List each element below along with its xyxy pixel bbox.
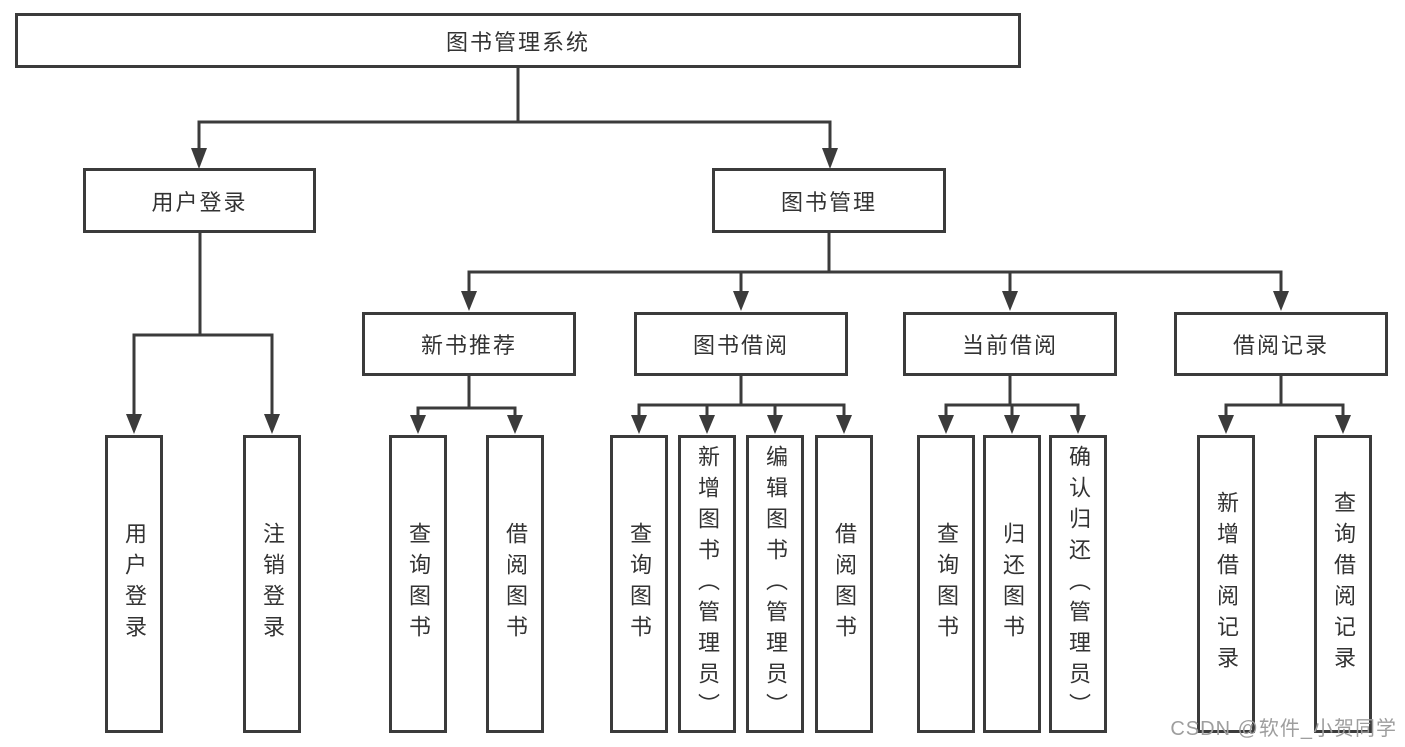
- connector-book-borrow-to-leaves: [631, 376, 852, 434]
- arrowhead-icon: [1002, 291, 1018, 311]
- connector-book-mgmt-to-level3: [461, 233, 1289, 311]
- connector-root-to-level2: [191, 68, 838, 169]
- node-new-book-rec: 新书推荐: [362, 312, 576, 376]
- connector-borrow-records-to-leaves: [1218, 376, 1351, 434]
- leaf-rec-borrow-books-label: 借阅图书: [503, 522, 528, 646]
- leaf-current-confirm-return-label: 确认归还（管理员）: [1066, 444, 1091, 724]
- node-root: 图书管理系统: [15, 13, 1021, 68]
- leaf-borrow-add-books-label: 新增图书（管理员）: [695, 444, 720, 724]
- connector-current-borrow-to-leaves: [938, 376, 1086, 434]
- leaf-borrow-borrow-books-label: 借阅图书: [832, 522, 857, 646]
- leaf-records-add-record-label: 新增借阅记录: [1214, 491, 1239, 677]
- arrowhead-icon: [1273, 291, 1289, 311]
- leaf-current-return-books: 归还图书: [983, 435, 1041, 733]
- node-book-mgmt-label: 图书管理: [780, 189, 877, 215]
- arrowhead-icon: [410, 415, 426, 434]
- arrowhead-icon: [767, 415, 783, 434]
- arrowhead-icon: [631, 415, 647, 434]
- node-book-borrow-label: 图书借阅: [692, 333, 789, 358]
- leaf-current-return-books-label: 归还图书: [1000, 522, 1025, 646]
- leaf-rec-borrow-books: 借阅图书: [486, 435, 544, 733]
- arrowhead-icon: [822, 148, 838, 169]
- arrowhead-icon: [507, 415, 523, 434]
- connector-new-book-rec-to-leaves: [410, 376, 523, 434]
- leaf-current-confirm-return: 确认归还（管理员）: [1049, 435, 1107, 733]
- leaf-borrow-edit-books: 编辑图书（管理员）: [746, 435, 804, 733]
- node-user-login: 用户登录: [83, 168, 316, 233]
- csdn-watermark: CSDN @软件_小贺同学: [1170, 718, 1397, 740]
- leaf-records-query-record-label: 查询借阅记录: [1331, 491, 1356, 677]
- leaf-user-login: 用户登录: [105, 435, 163, 733]
- leaf-records-query-record: 查询借阅记录: [1314, 435, 1372, 733]
- leaf-borrow-borrow-books: 借阅图书: [815, 435, 873, 733]
- node-current-borrow: 当前借阅: [903, 312, 1117, 376]
- leaf-user-login-label: 用户登录: [122, 522, 147, 646]
- leaf-current-query-books-label: 查询图书: [934, 522, 959, 646]
- leaf-logout-label: 注销登录: [260, 522, 285, 646]
- arrowhead-icon: [836, 415, 852, 434]
- node-borrow-records-label: 借阅记录: [1232, 333, 1329, 358]
- arrowhead-icon: [699, 415, 715, 434]
- node-root-label: 图书管理系统: [445, 29, 590, 55]
- leaf-rec-query-books: 查询图书: [389, 435, 447, 733]
- leaf-borrow-query-books-label: 查询图书: [627, 522, 652, 646]
- arrowhead-icon: [191, 148, 207, 169]
- arrowhead-icon: [1070, 415, 1086, 434]
- leaf-logout: 注销登录: [243, 435, 301, 733]
- node-book-borrow: 图书借阅: [634, 312, 848, 376]
- arrowhead-icon: [1004, 415, 1020, 434]
- arrowhead-icon: [733, 291, 749, 311]
- connector-user-login-to-leaves: [126, 233, 280, 434]
- arrowhead-icon: [938, 415, 954, 434]
- arrowhead-icon: [1335, 415, 1351, 434]
- node-borrow-records: 借阅记录: [1174, 312, 1388, 376]
- arrowhead-icon: [461, 291, 477, 311]
- node-user-login-label: 用户登录: [151, 189, 248, 215]
- node-new-book-rec-label: 新书推荐: [420, 333, 517, 358]
- arrowhead-icon: [126, 414, 142, 434]
- node-current-borrow-label: 当前借阅: [961, 333, 1058, 358]
- node-book-mgmt: 图书管理: [712, 168, 946, 233]
- leaf-borrow-query-books: 查询图书: [610, 435, 668, 733]
- leaf-records-add-record: 新增借阅记录: [1197, 435, 1255, 733]
- leaf-borrow-edit-books-label: 编辑图书（管理员）: [763, 444, 788, 724]
- arrowhead-icon: [264, 414, 280, 434]
- arrowhead-icon: [1218, 415, 1234, 434]
- leaf-rec-query-books-label: 查询图书: [406, 522, 431, 646]
- leaf-borrow-add-books: 新增图书（管理员）: [678, 435, 736, 733]
- leaf-current-query-books: 查询图书: [917, 435, 975, 733]
